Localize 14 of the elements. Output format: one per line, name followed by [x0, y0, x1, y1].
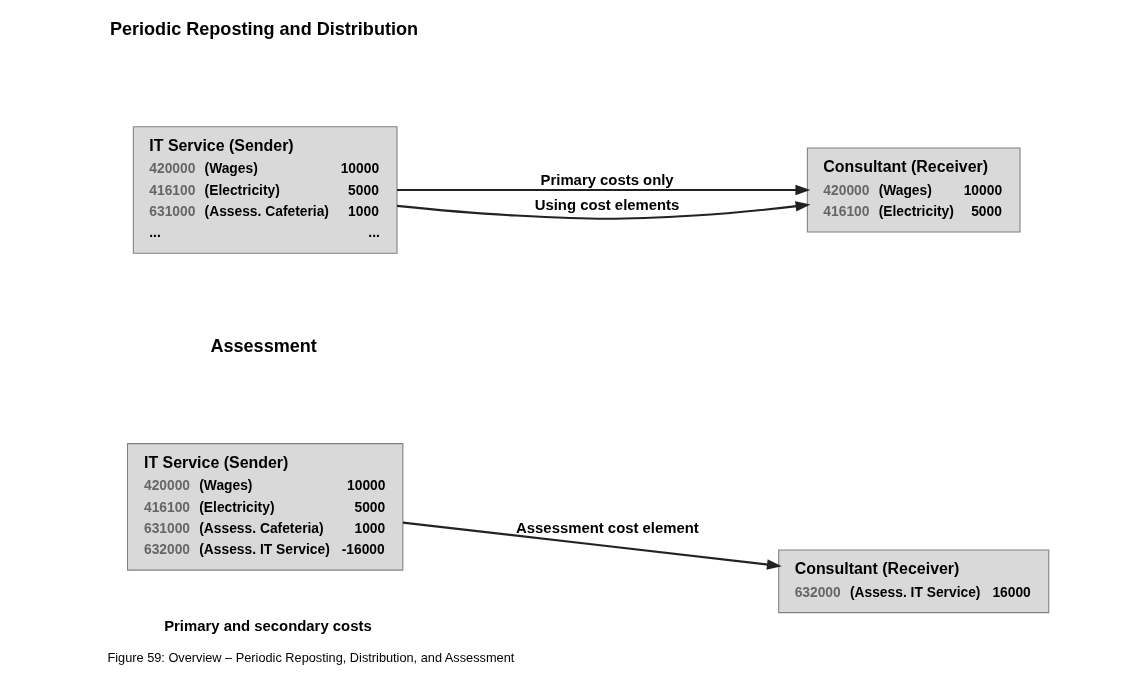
label: Assessment	[210, 335, 317, 356]
arrow	[402, 521, 782, 570]
label: Periodic Reposting and Distribution	[109, 18, 419, 39]
edge-label: Assessment cost element	[516, 519, 699, 536]
node-box: IT Service (Sender) 420000 (Wages) 10000 416100 (Electricity) 5000 631000 (Assess. Cafeteria) 1000 632000 (Assess. IT Service) -16000	[126, 443, 404, 571]
node-box: Consultant (Receiver) 420000 (Wages) 10000 416100 (Electricity) 5000	[806, 147, 1021, 233]
edge-label: Using cost elements	[534, 197, 680, 214]
label: Primary and secondary costs	[164, 617, 372, 634]
node-box: Consultant (Receiver) 632000 (Assess. IT Service) 16000	[778, 549, 1050, 614]
arrow	[397, 184, 811, 196]
arrow	[396, 201, 811, 220]
node-box: IT Service (Sender) 420000 (Wages) 10000 416100 (Electricity) 5000 631000 (Assess. Cafeteria) 1000 ... ...	[132, 126, 398, 254]
edge-label: Primary costs only	[540, 171, 674, 188]
caption: Figure 59: Overview – Periodic Reposting, Distribution, and Assessment	[107, 649, 515, 665]
